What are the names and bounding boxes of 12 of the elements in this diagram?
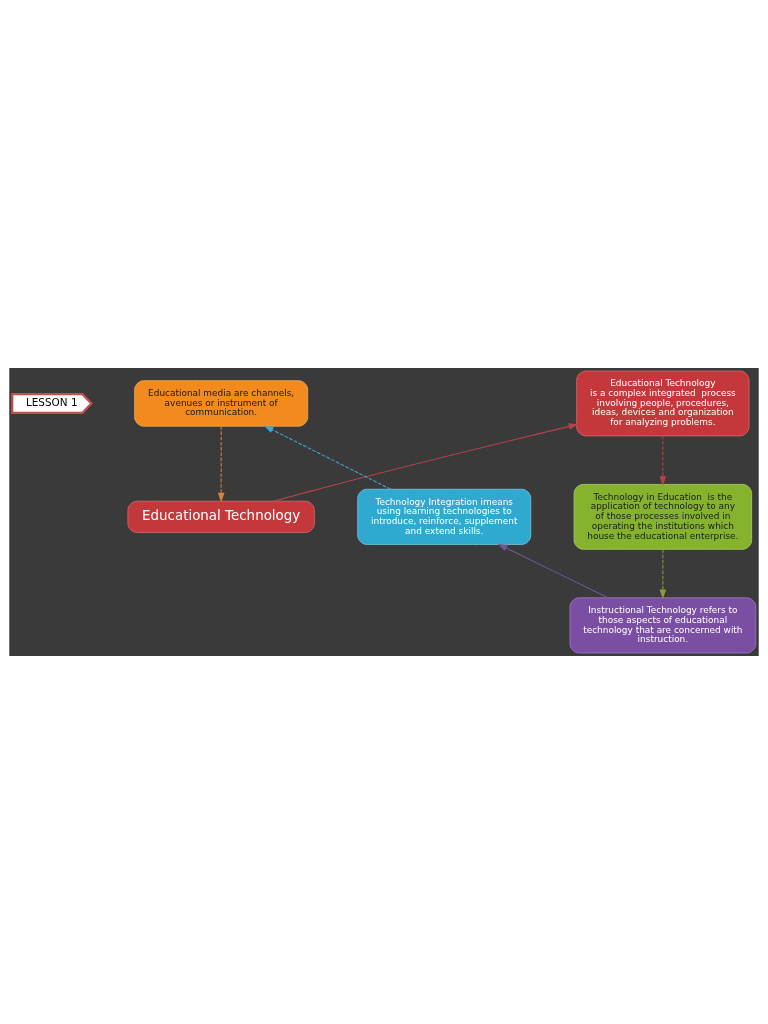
arrow <box>659 435 667 486</box>
node-box: Technology Integration imeans using learning technologies to introduce, reinforce, supplement and extend skills. <box>357 488 532 545</box>
arrow <box>263 425 392 490</box>
arrow <box>273 423 579 502</box>
node-box: Educational Technology is a complex integrated process involving people, procedures, ideas, devices and organization for analyzing problems. <box>576 370 750 437</box>
node-box: Instructional Technology refers to those aspects of educational technology that are concerned with instruction. <box>569 597 757 654</box>
node-box: Technology in Education is the application of technology to any of those processes involved in operating the institutions which house the educational enterprise. <box>573 484 753 550</box>
arrow <box>497 543 609 599</box>
arrow <box>217 425 225 503</box>
node-box: Educational media are channels, avenues or instrument of communication. <box>134 380 309 427</box>
arrow <box>659 548 667 600</box>
node-box: Educational Technology <box>127 500 315 533</box>
